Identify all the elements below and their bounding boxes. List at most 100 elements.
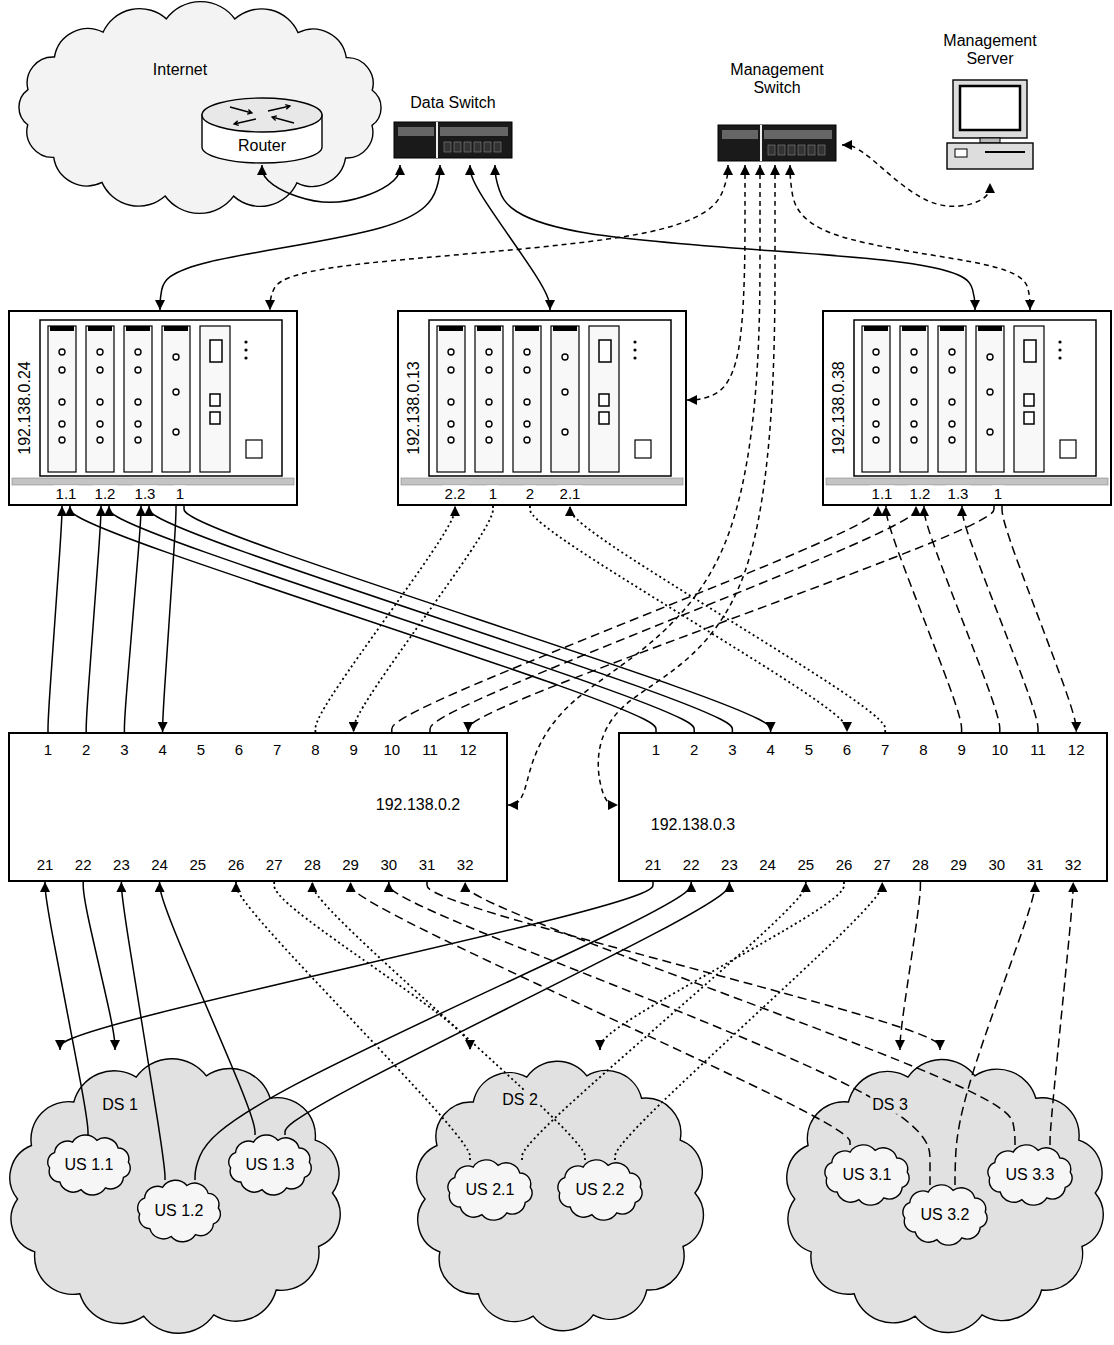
card-port [59, 421, 65, 427]
port-number: 1.1 [870, 485, 895, 502]
card-handle [940, 326, 964, 331]
port-number: 6 [233, 741, 245, 758]
port-number: 1.1 [54, 485, 79, 502]
port-number: 11 [420, 741, 440, 758]
user-site-cloud: US 1.3 [226, 1135, 314, 1195]
port-number: 30 [378, 856, 399, 873]
card-handle [439, 326, 463, 331]
chassis-shape [824, 312, 1114, 508]
port-number: 31 [1025, 856, 1046, 873]
switch-port [788, 145, 795, 155]
port-number: 1.3 [946, 485, 971, 502]
port-number: 28 [910, 856, 931, 873]
card-port [524, 437, 530, 443]
port-number: 30 [986, 856, 1007, 873]
site-3-link [924, 506, 1000, 732]
site-3-link [427, 882, 940, 1050]
status-led [244, 340, 247, 343]
computer-base [947, 143, 1033, 169]
distribution-site-cloud: DS 1US 1.1US 1.2US 1.3 [0, 1050, 350, 1342]
port-number: 1.2 [93, 485, 118, 502]
node-label: DS 1 [100, 1096, 140, 1114]
power-module [1060, 440, 1076, 458]
port-number: 7 [879, 741, 891, 758]
user-site-cloud: US 1.2 [135, 1180, 223, 1242]
site-3-link [886, 506, 962, 732]
cloud-outline [787, 1060, 1103, 1333]
card-port [135, 421, 141, 427]
port-number: 21 [35, 856, 56, 873]
port-number: 7 [271, 741, 283, 758]
cloud-outline [825, 1145, 909, 1205]
site-2-link [615, 882, 882, 1160]
node-label: Management Switch [715, 61, 839, 98]
card-handle [515, 326, 539, 331]
router-arrow [234, 119, 256, 125]
port-number: 8 [309, 741, 321, 758]
card-port [448, 437, 454, 443]
line-card [86, 326, 114, 472]
ip-address: 192.138.0.13 [405, 359, 423, 456]
cloud-outline [10, 1059, 340, 1334]
switch-port [778, 145, 785, 155]
port-number: 4 [764, 741, 776, 758]
drive-slot [985, 151, 1025, 153]
card-port [562, 354, 568, 360]
controller-card [1014, 326, 1044, 472]
controller-card [589, 326, 619, 472]
status-led [1058, 340, 1061, 343]
router-arrow [272, 116, 294, 123]
cloud-outline [229, 1135, 311, 1195]
cloud-outline [988, 1145, 1072, 1205]
data-link [45, 882, 88, 1135]
port-number: 8 [917, 741, 929, 758]
switch-port [464, 142, 471, 152]
site-2-link [600, 882, 844, 1050]
data-link [124, 506, 141, 732]
card-handle [88, 326, 112, 331]
site-3-link [955, 882, 1035, 1185]
power-module [635, 440, 651, 458]
ip-address: 192.138.0.24 [16, 359, 34, 456]
card-port [135, 367, 141, 373]
card-handle [864, 326, 888, 331]
port-number: 5 [195, 741, 207, 758]
card-port [97, 399, 103, 405]
node-label: US 1.3 [244, 1156, 297, 1174]
card-port [911, 421, 917, 427]
user-site-cloud: US 3.3 [985, 1145, 1075, 1205]
port-number: 24 [149, 856, 170, 873]
internet-cloud-shape [5, 0, 395, 215]
monitor-stand [980, 138, 1000, 143]
card-handle [477, 326, 501, 331]
card-port [486, 367, 492, 373]
node-label: DS 2 [500, 1091, 540, 1109]
card-port [873, 421, 879, 427]
card-port [486, 349, 492, 355]
node-label: US 3.3 [1004, 1166, 1057, 1184]
switch-port [808, 145, 815, 155]
controller-port [599, 394, 609, 406]
card-port [949, 367, 955, 373]
card-port [524, 367, 530, 373]
internet-cloud: InternetRouter [5, 0, 395, 215]
card-port [949, 437, 955, 443]
site-3-link [962, 506, 1038, 732]
port-number: 23 [111, 856, 132, 873]
line-card [513, 326, 541, 472]
port-number: 9 [955, 741, 967, 758]
management-switch: Management Switch [712, 55, 842, 165]
site-3-link [468, 506, 994, 732]
card-handle [126, 326, 150, 331]
card-port [486, 399, 492, 405]
distribution-site-cloud: DS 2US 2.1US 2.2 [410, 1050, 710, 1342]
data-link [470, 165, 550, 310]
port-number: 1 [174, 485, 186, 502]
data-link [149, 506, 732, 732]
card-port [911, 437, 917, 443]
user-site-cloud: US 3.2 [900, 1185, 990, 1245]
controller-slot [599, 340, 611, 362]
card-port [173, 389, 179, 395]
data-link [160, 165, 440, 310]
status-led [1058, 356, 1061, 359]
